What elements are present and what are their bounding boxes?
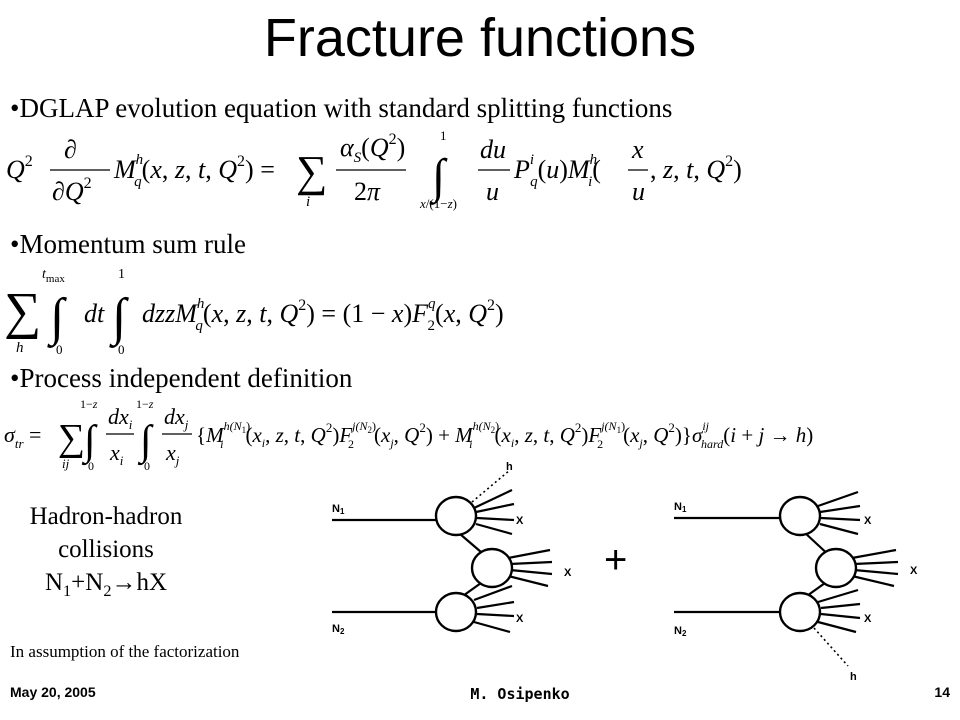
plus-sign: + bbox=[604, 538, 628, 582]
footer-page-number: 14 bbox=[934, 684, 950, 700]
bullet-momentum-sum-rule: •Momentum sum rule bbox=[10, 229, 246, 259]
svg-text:1: 1 bbox=[118, 267, 125, 282]
svg-text:h: h bbox=[16, 340, 24, 356]
diagram2-label-x-bottom: X bbox=[864, 613, 872, 625]
svg-text:αS(Q2): αS(Q2) bbox=[340, 131, 405, 166]
diagram-label-x-bottom: X bbox=[516, 613, 524, 625]
svg-text:u: u bbox=[486, 177, 499, 206]
svg-text:dt: dt bbox=[84, 299, 105, 328]
svg-text:∂Q2: ∂Q2 bbox=[52, 175, 92, 206]
diagram2-label-h: h bbox=[850, 671, 857, 683]
side-caption-line2: collisions bbox=[58, 536, 154, 563]
svg-text:, z, t, Q2): , z, t, Q2) bbox=[650, 153, 742, 184]
svg-text:∑: ∑ bbox=[58, 417, 85, 459]
svg-text:∫: ∫ bbox=[137, 418, 154, 466]
diagram-label-x-middle: X bbox=[564, 567, 572, 579]
svg-text:∫: ∫ bbox=[81, 418, 98, 466]
diagram-label-x-top: X bbox=[516, 515, 524, 527]
side-caption: Hadron-hadron collisions N1+N2→hX bbox=[0, 500, 212, 608]
diagram2-label-x-top: X bbox=[864, 515, 872, 527]
reaction-plus: +N bbox=[71, 569, 104, 596]
footer-date: May 20, 2005 bbox=[10, 684, 96, 700]
reaction-n1-sub: 1 bbox=[63, 582, 72, 600]
side-caption-line1: Hadron-hadron bbox=[29, 503, 183, 530]
svg-text:2π: 2π bbox=[354, 177, 381, 206]
svg-text:1: 1 bbox=[440, 128, 447, 143]
svg-text:dxj: dxj bbox=[164, 404, 189, 432]
factorization-note: In assumption of the factorization bbox=[10, 642, 240, 661]
svg-text:∂: ∂ bbox=[64, 135, 77, 164]
reaction-arrow-icon: → bbox=[111, 569, 137, 596]
diagram2-label-n1: N1 bbox=[674, 501, 687, 514]
svg-text:Piq(u)Mhi(: Piq(u)Mhi( bbox=[513, 152, 601, 190]
svg-text:∫: ∫ bbox=[47, 289, 67, 348]
svg-text:Mhq(x, z, t, Q2) =: Mhq(x, z, t, Q2) = bbox=[113, 152, 275, 190]
footer-author: M. Osipenko bbox=[470, 685, 570, 703]
svg-text:Q2: Q2 bbox=[6, 153, 33, 184]
svg-text:x/(1−z): x/(1−z) bbox=[419, 196, 457, 211]
svg-text:ij: ij bbox=[62, 456, 70, 471]
svg-text:∑: ∑ bbox=[4, 283, 41, 340]
bullet-process-independent: •Process independent definition bbox=[10, 363, 353, 393]
diagram2-label-n2: N2 bbox=[674, 625, 687, 638]
svg-text:∫: ∫ bbox=[429, 150, 448, 205]
diagram-label-h: h bbox=[506, 462, 513, 473]
diagram2-label-x-middle: X bbox=[910, 565, 918, 577]
svg-text:dxi: dxi bbox=[108, 404, 133, 432]
diagram-label-n1: N1 bbox=[332, 503, 345, 516]
svg-text:i: i bbox=[306, 194, 310, 210]
diagram-label-n2: N2 bbox=[332, 623, 345, 636]
svg-text:0: 0 bbox=[118, 342, 125, 357]
cross-section-equation: σtr = ∑ ij 1−z ∫ 0 dxi xi 1−z ∫ 0 dxj xj… bbox=[4, 397, 813, 473]
svg-text:xi: xi bbox=[109, 440, 124, 468]
svg-text:∑: ∑ bbox=[296, 147, 327, 196]
svg-text:0: 0 bbox=[56, 342, 63, 357]
svg-text:{Mh(N1)i(xi, z, t, Q2)Fj(N2)2(: {Mh(N1)i(xi, z, t, Q2)Fj(N2)2(xj, Q2) + … bbox=[196, 419, 813, 451]
reaction-n1: N bbox=[44, 569, 64, 596]
svg-text:tmax: tmax bbox=[42, 267, 65, 285]
feynman-diagram-right: N1 N2 X X X h bbox=[674, 490, 918, 683]
reaction-n2-sub: 2 bbox=[103, 582, 112, 600]
slide-title: Fracture functions bbox=[263, 8, 697, 68]
svg-text:∫: ∫ bbox=[109, 289, 129, 348]
svg-text:0: 0 bbox=[88, 459, 94, 473]
svg-text:u: u bbox=[632, 177, 645, 206]
reaction-product: hX bbox=[136, 569, 168, 596]
svg-text:1−z: 1−z bbox=[80, 397, 98, 411]
reaction-formula: N1+N2→hX bbox=[0, 566, 212, 608]
svg-text:0: 0 bbox=[144, 459, 150, 473]
svg-text:du: du bbox=[480, 135, 506, 164]
svg-text:x: x bbox=[631, 135, 644, 164]
svg-text:1−z: 1−z bbox=[136, 397, 154, 411]
bullet-dglap: •DGLAP evolution equation with standard … bbox=[10, 93, 673, 123]
svg-text:σtr =: σtr = bbox=[4, 422, 41, 451]
svg-text:xj: xj bbox=[165, 440, 180, 468]
feynman-diagram-left: N1 N2 h X X X bbox=[332, 462, 572, 636]
